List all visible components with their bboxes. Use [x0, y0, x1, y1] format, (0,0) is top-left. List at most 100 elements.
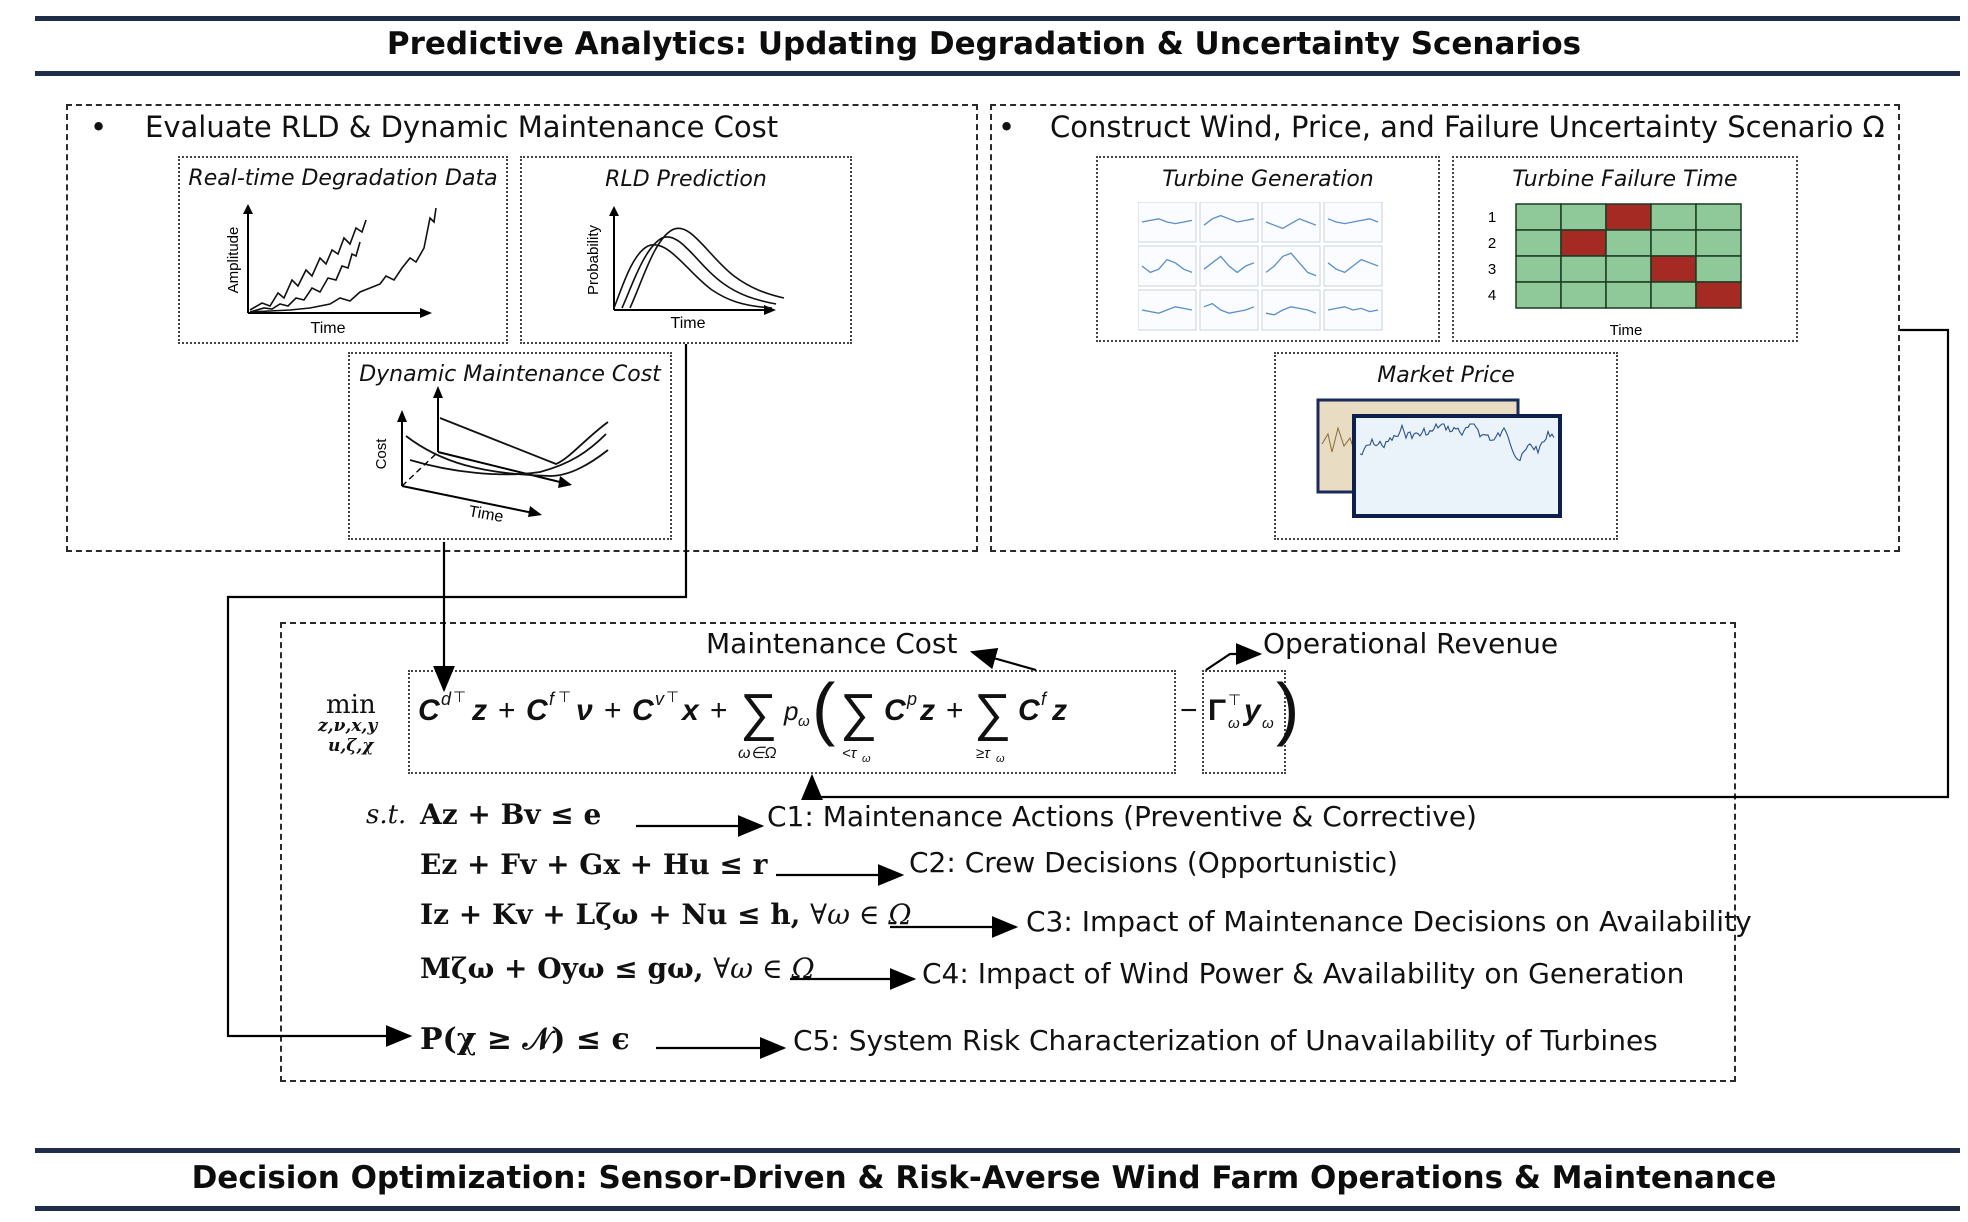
- svg-text:+: +: [710, 694, 728, 727]
- st-label: s.t.: [366, 800, 407, 830]
- rld-xlabel: Time: [671, 315, 706, 332]
- failure-panel-title: Turbine Failure Time: [1512, 167, 1738, 192]
- header-title: Predictive Analytics: Updating Degradati…: [386, 26, 1582, 62]
- rld-plot: Time Probability: [585, 206, 785, 332]
- generation-curve: [1327, 258, 1379, 274]
- svg-text:z: z: [471, 694, 487, 727]
- failure-cell-ok: [1560, 255, 1607, 283]
- svg-text:⊤: ⊤: [558, 689, 571, 706]
- failure-cell-ok: [1695, 229, 1742, 257]
- svg-text:d: d: [441, 689, 452, 709]
- svg-text:f: f: [1041, 689, 1048, 709]
- svg-text:Γ: Γ: [1208, 694, 1226, 727]
- svg-text:≥τ: ≥τ: [976, 745, 991, 762]
- failure-row-label: 4: [1488, 287, 1496, 304]
- svg-text:x: x: [680, 694, 700, 727]
- constraint-c2-label: C2: Crew Decisions (Opportunistic): [909, 846, 1398, 879]
- footer-title: Decision Optimization: Sensor-Driven & R…: [191, 1160, 1777, 1196]
- generation-curve: [1141, 258, 1193, 274]
- failure-row-label: 3: [1488, 261, 1496, 278]
- cost-panel: Dynamic Maintenance Cost Time Cost: [348, 352, 672, 540]
- generation-curve: [1203, 255, 1255, 274]
- rld-panel: RLD Prediction Time Probability: [520, 156, 852, 344]
- failure-cell-ok: [1560, 203, 1607, 231]
- svg-text:⊤: ⊤: [1228, 692, 1241, 709]
- constraint-c5-label: C5: System Risk Characterization of Unav…: [793, 1024, 1658, 1057]
- svg-text:f: f: [549, 689, 556, 709]
- maintenance-cost-label: Maintenance Cost: [706, 627, 958, 660]
- cost-ylabel: Cost: [373, 438, 390, 470]
- generation-curve: [1265, 218, 1317, 230]
- failure-xlabel: Time: [1610, 322, 1643, 339]
- svg-text:+: +: [604, 694, 622, 727]
- generation-curve: [1141, 306, 1193, 314]
- constraint-c4-lhs: Mζω + Oyω ≤ gω, ∀ω ∈ Ω: [420, 952, 815, 985]
- failure-cell-failed: [1695, 281, 1742, 309]
- svg-text:ω∈Ω: ω∈Ω: [738, 745, 777, 762]
- price-panel-title: Market Price: [1377, 363, 1515, 388]
- svg-text:ω: ω: [1262, 715, 1274, 732]
- failure-cell-ok: [1515, 255, 1562, 283]
- c4-suffix: ∀ω ∈ Ω: [713, 952, 815, 985]
- generation-curve: [1203, 302, 1255, 314]
- svg-text:C: C: [418, 694, 441, 727]
- constraint-c4-label: C4: Impact of Wind Power & Availability …: [922, 957, 1685, 990]
- svg-text:ν: ν: [576, 694, 593, 727]
- svg-text:z: z: [919, 694, 935, 727]
- rld-panel-title: RLD Prediction: [605, 167, 767, 192]
- svg-text:C: C: [632, 694, 655, 727]
- footer-rule-bottom: [35, 1206, 1960, 1211]
- objective-min-sub2: u,ζ,χ: [328, 736, 374, 756]
- failure-cell-ok: [1515, 281, 1562, 309]
- svg-text:ω: ω: [798, 713, 810, 730]
- bullet-right: •: [998, 110, 1016, 144]
- failure-cell-ok: [1515, 203, 1562, 231]
- generation-grid: [1138, 202, 1383, 331]
- svg-text:−: −: [1180, 694, 1198, 727]
- failure-row-label: 2: [1488, 235, 1496, 252]
- c3-lhs-text: Iz + Kv + Lζω + Nu ≤ h,: [420, 898, 801, 931]
- svg-text:∑: ∑: [740, 684, 777, 742]
- generation-subplot: [1138, 245, 1197, 287]
- objective-min-sub1: z,ν,x,y: [318, 716, 378, 736]
- generation-curve: [1265, 252, 1317, 277]
- failure-cell-ok: [1650, 203, 1697, 231]
- svg-text:C: C: [526, 694, 549, 727]
- svg-text:(: (: [812, 672, 835, 747]
- generation-curve: [1203, 214, 1255, 226]
- generation-curve: [1327, 306, 1379, 313]
- failure-cell-ok: [1650, 229, 1697, 257]
- header-rule-bottom: [35, 71, 1960, 76]
- cost-plot: Time Cost: [373, 386, 609, 526]
- rld-ylabel: Probability: [585, 224, 602, 295]
- constraint-c5-lhs: P(χ ≥ 𝒩) ≤ ϵ: [420, 1022, 630, 1057]
- degradation-ylabel: Amplitude: [225, 227, 242, 294]
- svg-text:ω: ω: [996, 753, 1005, 765]
- price-panel: Market Price: [1274, 352, 1618, 540]
- svg-text:p: p: [906, 689, 917, 709]
- failure-cell-ok: [1605, 255, 1652, 283]
- generation-subplot: [1261, 202, 1321, 243]
- generation-subplot: [1261, 245, 1321, 287]
- generation-panel: Turbine Generation: [1096, 156, 1440, 342]
- failure-cell-ok: [1605, 281, 1652, 309]
- c3-suffix: ∀ω ∈ Ω: [810, 898, 912, 931]
- footer-rule-top: [35, 1148, 1960, 1153]
- svg-text:+: +: [498, 694, 516, 727]
- operational-revenue-label: Operational Revenue: [1263, 627, 1559, 660]
- svg-text:⊤: ⊤: [453, 689, 466, 706]
- failure-cell-ok: [1605, 229, 1652, 257]
- degradation-panel: Real-time Degradation Data Time Amplitud…: [178, 156, 508, 344]
- generation-curve: [1141, 218, 1193, 225]
- constraint-c1-label: C1: Maintenance Actions (Preventive & Co…: [767, 800, 1477, 833]
- failure-cell-failed: [1650, 255, 1697, 283]
- uncertainty-section-title: Construct Wind, Price, and Failure Uncer…: [1050, 110, 1885, 144]
- svg-text:C: C: [884, 694, 907, 727]
- failure-cell-failed: [1605, 203, 1652, 231]
- generation-subplot: [1199, 289, 1259, 331]
- constraint-c1-lhs: Az + Bv ≤ e: [420, 798, 602, 831]
- svg-text:⊤: ⊤: [666, 689, 679, 706]
